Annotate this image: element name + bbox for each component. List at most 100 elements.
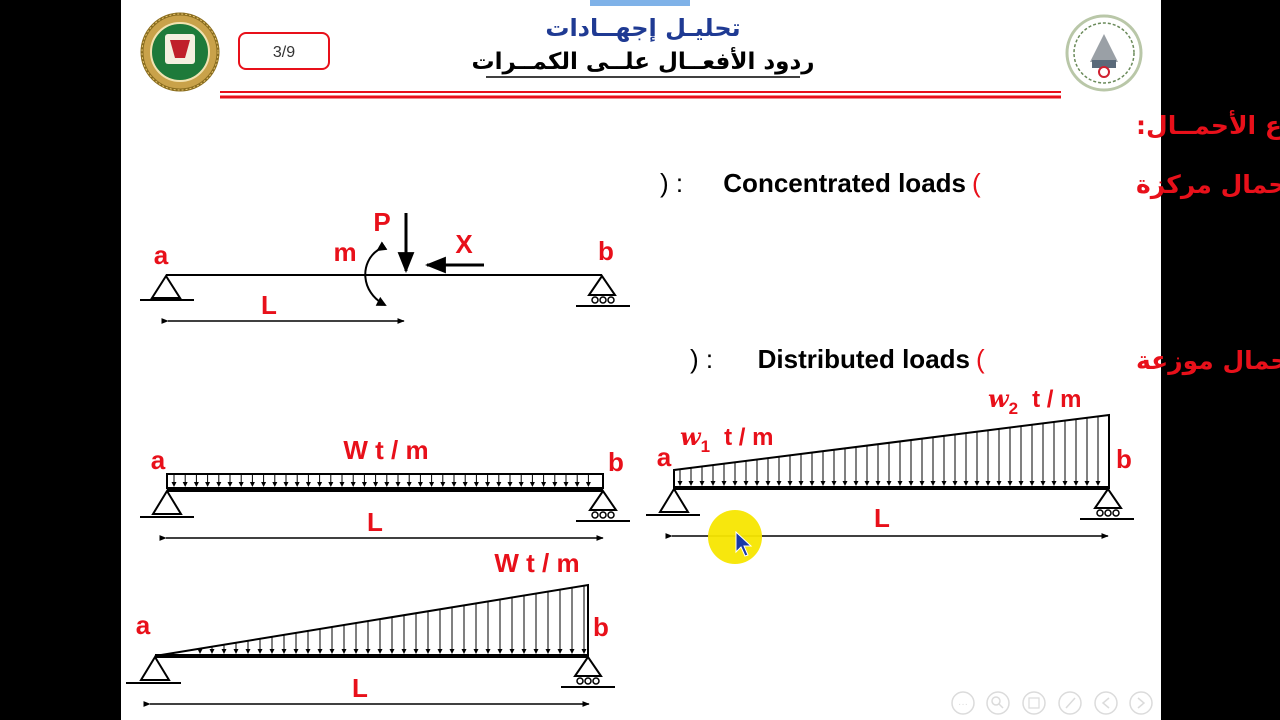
- load-arrow-head: [1051, 481, 1057, 486]
- load-arrow-head: [272, 482, 278, 487]
- load-arrow-head: [462, 482, 468, 487]
- load-arrow-head: [521, 649, 527, 654]
- faculty-emblem-icon: [1065, 14, 1143, 92]
- load-arrow-head: [389, 649, 395, 654]
- roller-support: [576, 274, 630, 307]
- load-arrow-head: [401, 649, 407, 654]
- label-b: b: [608, 447, 624, 477]
- load-arrow-head: [930, 481, 936, 486]
- load-arrow-head: [842, 481, 848, 486]
- load-arrow-head: [787, 481, 793, 486]
- load-arrow-head: [908, 481, 914, 486]
- pin-support: [646, 487, 700, 516]
- concentrated-heading-ar: أحمال مركزة: [1136, 168, 1280, 200]
- load-arrow-head: [974, 481, 980, 486]
- cursor-icon: [735, 530, 753, 557]
- load-arrow-head: [305, 482, 311, 487]
- label-m: m: [333, 237, 356, 267]
- load-arrow-head: [294, 482, 300, 487]
- load-arrow-head: [249, 482, 255, 487]
- label-l: L: [352, 673, 368, 703]
- load-arrow-head: [699, 481, 705, 486]
- label-p: P: [373, 207, 390, 237]
- load-arrow-head: [875, 481, 881, 486]
- pen-icon[interactable]: [1058, 691, 1082, 715]
- previous-icon[interactable]: [1094, 691, 1118, 715]
- load-arrow-head: [216, 482, 222, 487]
- load-arrow-head: [245, 649, 251, 654]
- pin-support: [126, 655, 181, 684]
- load-arrow-head: [743, 481, 749, 486]
- load-arrow-head: [283, 482, 289, 487]
- label-a: a: [657, 442, 672, 472]
- page-subtitle: ردود الأفعــال علــى الكمــرات: [472, 46, 815, 75]
- concentrated-heading-en: Concentrated loads: [723, 168, 966, 198]
- roller-support: [1080, 487, 1134, 520]
- load-arrow-head: [545, 649, 551, 654]
- load-arrow-head: [350, 482, 356, 487]
- label-l: L: [367, 507, 383, 537]
- load-arrow-head: [798, 481, 804, 486]
- load-arrow-head: [820, 481, 826, 486]
- pointer-highlight: [708, 510, 762, 564]
- triangular-load-outline: [154, 583, 589, 657]
- load-arrow-head: [507, 482, 513, 487]
- load-arrow-head: [831, 481, 837, 486]
- load-arrow-head: [677, 481, 683, 486]
- load-arrow-head: [809, 481, 815, 486]
- top-tab: [590, 0, 690, 6]
- svg-text:(: (: [972, 168, 981, 198]
- load-arrow-head: [377, 649, 383, 654]
- load-arrow-head: [557, 649, 563, 654]
- load-arrow-head: [952, 481, 958, 486]
- load-arrow-head: [182, 482, 188, 487]
- load-arrow-head: [569, 649, 575, 654]
- load-arrow-head: [429, 482, 435, 487]
- load-arrow-head: [440, 482, 446, 487]
- load-arrow-head: [574, 482, 580, 487]
- roller-support: [576, 489, 630, 522]
- load-types-heading: أنــواع الأحمــال:: [1136, 109, 1280, 141]
- slides-menu-icon[interactable]: ···: [951, 691, 975, 715]
- load-arrow-head: [257, 649, 263, 654]
- slide-sorter-icon[interactable]: [1022, 691, 1046, 715]
- load-arrow-head: [509, 649, 515, 654]
- load-arrow-head: [451, 482, 457, 487]
- load-arrow-head: [529, 482, 535, 487]
- load-arrow-head: [437, 649, 443, 654]
- load-arrow-head: [1007, 481, 1013, 486]
- distributed-heading-en: Distributed loads: [758, 344, 970, 374]
- load-arrow-head: [1095, 481, 1101, 486]
- load-arrow-head: [238, 482, 244, 487]
- load-arrow-head: [1029, 481, 1035, 486]
- load-arrow-head: [281, 649, 287, 654]
- load-arrow-head: [473, 482, 479, 487]
- load-arrow-head: [261, 482, 267, 487]
- label-a: a: [154, 240, 169, 270]
- svg-text:) :: ) :: [690, 344, 713, 374]
- load-arrow-head: [552, 482, 558, 487]
- load-arrow-head: [496, 482, 502, 487]
- mouse-pointer: [708, 510, 762, 564]
- load-arrow-head: [919, 481, 925, 486]
- load-arrow-head: [585, 482, 591, 487]
- label-a: a: [151, 445, 166, 475]
- label-b: b: [598, 236, 614, 266]
- load-arrow-head: [1062, 481, 1068, 486]
- load-arrow-head: [269, 649, 275, 654]
- slide: [121, 0, 1161, 720]
- load-arrow-head: [1040, 481, 1046, 486]
- moment-arrow: [364, 241, 388, 306]
- load-arrow-head: [353, 649, 359, 654]
- load-arrow-head: [732, 481, 738, 486]
- zoom-icon[interactable]: [986, 691, 1010, 715]
- load-arrow-head: [406, 482, 412, 487]
- load-arrow-head: [688, 481, 694, 486]
- next-icon[interactable]: [1129, 691, 1153, 715]
- load-arrow-head: [485, 649, 491, 654]
- label-x: X: [455, 229, 473, 259]
- uniform-load-arrows: [171, 475, 591, 487]
- uniform-load-outline: [166, 473, 604, 489]
